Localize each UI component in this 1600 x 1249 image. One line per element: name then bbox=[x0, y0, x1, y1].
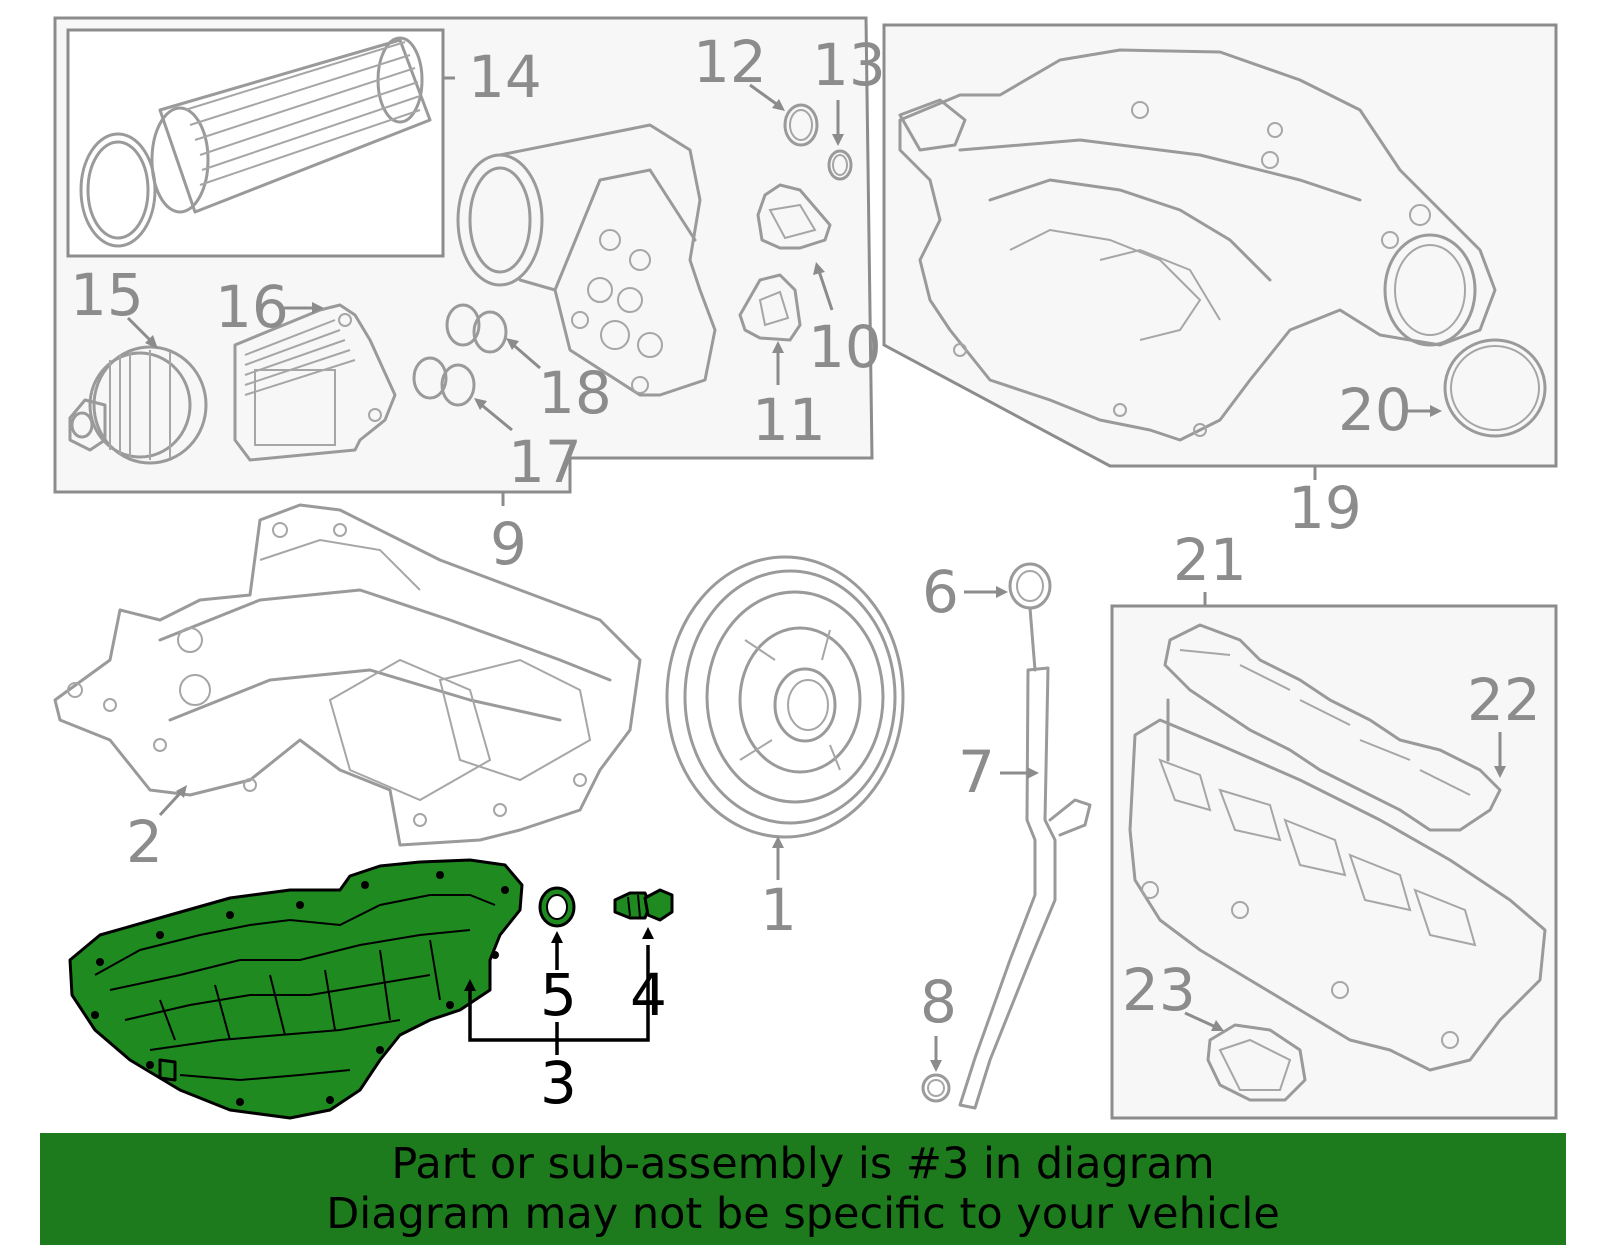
crankshaft-pulley bbox=[665, 555, 905, 839]
oil-filter-housing bbox=[456, 123, 717, 397]
group-box-21 bbox=[1110, 604, 1558, 1120]
seal-12 bbox=[783, 103, 819, 147]
callout-8: 8 bbox=[920, 968, 957, 1036]
banner-line-part: Part or sub-assembly is #3 in diagram bbox=[391, 1139, 1215, 1189]
upper-oil-pan bbox=[53, 503, 642, 847]
highlighted-leader-lines bbox=[464, 927, 654, 1055]
callout-11: 11 bbox=[752, 386, 826, 454]
callout-21: 21 bbox=[1173, 526, 1247, 594]
callout-22: 22 bbox=[1467, 666, 1541, 734]
callout-labels: 14 12 13 15 16 18 17 10 11 9 20 19 21 22… bbox=[70, 28, 1541, 1117]
lower-oil-pan bbox=[68, 858, 524, 1120]
callout-15: 15 bbox=[70, 261, 144, 329]
drain-plug bbox=[613, 888, 674, 922]
intake-gasket-22 bbox=[1163, 623, 1502, 832]
callout-4: 4 bbox=[630, 961, 667, 1029]
intake-manifold-lower bbox=[1128, 698, 1547, 1072]
callout-19: 19 bbox=[1288, 474, 1362, 542]
group-box-19 bbox=[882, 23, 1558, 468]
callout-13: 13 bbox=[812, 31, 886, 99]
drain-plug-gasket bbox=[538, 886, 576, 928]
gasket-20 bbox=[1443, 338, 1547, 438]
seal-13 bbox=[827, 149, 853, 181]
gasket-10 bbox=[756, 183, 832, 250]
callout-5: 5 bbox=[540, 961, 577, 1029]
group-box-14 bbox=[66, 28, 445, 258]
callout-9: 9 bbox=[490, 510, 527, 578]
callout-14: 14 bbox=[468, 43, 542, 111]
intake-manifold bbox=[898, 48, 1497, 442]
dipstick bbox=[1008, 562, 1052, 672]
callout-10: 10 bbox=[808, 313, 882, 381]
filter-cap bbox=[68, 345, 208, 465]
callout-12: 12 bbox=[693, 28, 767, 96]
banner-line-disclaimer: Diagram may not be specific to your vehi… bbox=[326, 1189, 1280, 1239]
info-banner: Part or sub-assembly is #3 in diagram Di… bbox=[40, 1133, 1566, 1245]
callout-7: 7 bbox=[958, 738, 995, 806]
callout-1: 1 bbox=[760, 876, 797, 944]
dipstick-seal bbox=[921, 1073, 951, 1103]
gasket-23 bbox=[1206, 1023, 1307, 1102]
callout-23: 23 bbox=[1122, 956, 1196, 1024]
callout-2: 2 bbox=[126, 808, 163, 876]
callout-17: 17 bbox=[508, 428, 582, 496]
o-rings-18 bbox=[445, 303, 508, 354]
dipstick-tube bbox=[958, 666, 1092, 1110]
callout-3: 3 bbox=[540, 1049, 577, 1117]
o-rings-17 bbox=[412, 356, 476, 407]
callout-18: 18 bbox=[538, 359, 612, 427]
callout-16: 16 bbox=[215, 273, 289, 341]
leader-lines bbox=[126, 76, 1506, 1072]
callout-20: 20 bbox=[1338, 376, 1412, 444]
oil-filter-element bbox=[79, 36, 432, 248]
callout-6: 6 bbox=[922, 558, 959, 626]
gasket-11 bbox=[738, 273, 802, 342]
oil-cooler bbox=[233, 303, 397, 462]
